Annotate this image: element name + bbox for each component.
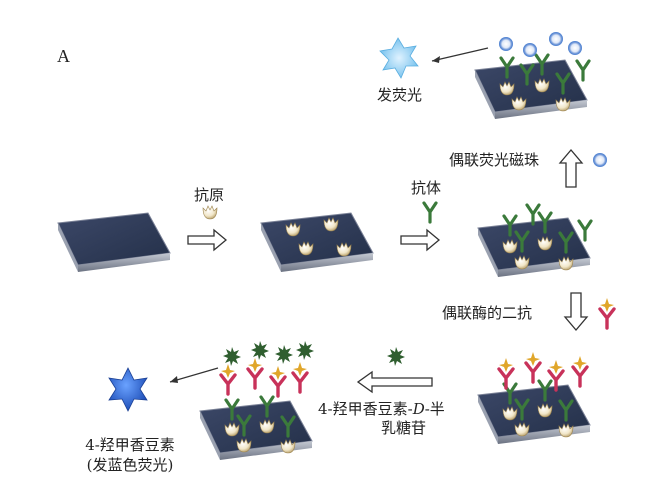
panel-label: A xyxy=(57,46,70,66)
antibody-icon xyxy=(422,201,438,224)
label-substrate-line1: 4-羟甲香豆素-D-半 xyxy=(318,400,445,418)
label-fluorescent-beads: 偶联荧光磁珠 xyxy=(449,151,540,169)
bead-icon xyxy=(593,153,607,167)
arrow-up xyxy=(558,148,584,188)
slide-with-antibodies xyxy=(477,203,593,278)
label-substrate-line2: 乳糖苷 xyxy=(381,419,427,437)
label-antibody: 抗体 xyxy=(411,179,442,197)
antigen-icon xyxy=(202,205,218,220)
slide-with-substrate xyxy=(199,341,314,461)
blue-fluorescent-product-icon xyxy=(108,367,148,412)
blank-slide xyxy=(57,212,171,273)
label-enzyme-secondary: 偶联酶的二抗 xyxy=(442,304,533,322)
label-product-line2: (发蓝色荧光) xyxy=(86,456,174,474)
slide-with-beads xyxy=(474,32,591,120)
arrow-left xyxy=(356,370,433,394)
secondary-antibody-icon xyxy=(598,296,616,330)
arrow-down xyxy=(563,292,589,332)
slide-with-secondary-antibodies xyxy=(477,350,591,445)
label-antigen: 抗原 xyxy=(194,186,225,204)
arrow-to-product xyxy=(169,367,219,383)
substrate-icon xyxy=(387,347,405,366)
arrow-right-2 xyxy=(400,229,440,251)
slide-with-antigens xyxy=(260,212,374,273)
label-emit-fluorescence: 发荧光 xyxy=(377,86,423,104)
arrow-right-1 xyxy=(187,229,227,251)
fluorescence-burst-icon xyxy=(379,37,419,79)
label-product-line1: 4-羟甲香豆素 xyxy=(85,436,175,454)
arrow-to-burst xyxy=(431,47,489,62)
